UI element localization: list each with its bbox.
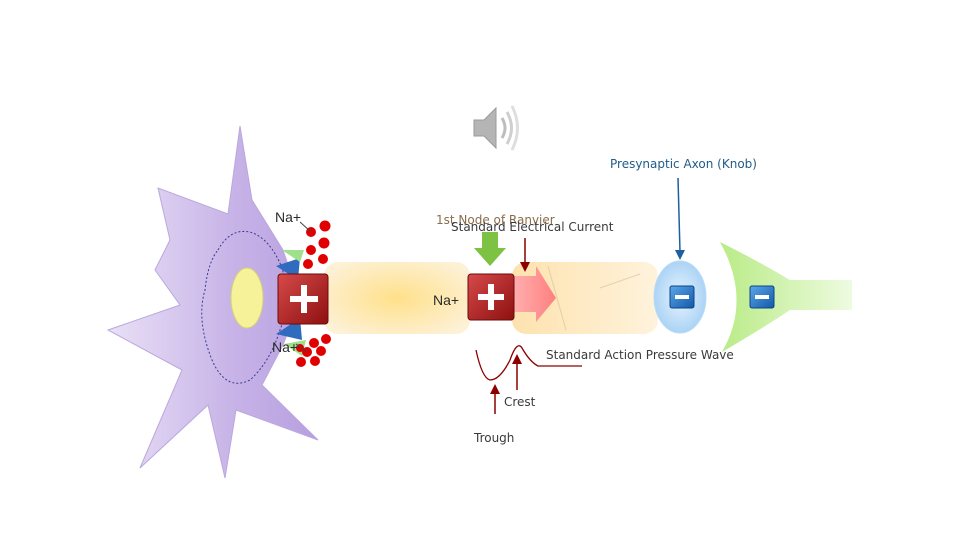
sodium-label-bottom: Na+	[272, 339, 299, 355]
nucleus-membrane	[201, 230, 288, 384]
propagation-arrow	[512, 266, 556, 322]
nucleus	[230, 267, 264, 329]
presynaptic-label: Presynaptic Axon (Knob)	[610, 157, 757, 171]
node-of-ranvier-label: 1st Node of Ranvier	[436, 213, 555, 227]
speaker-icon[interactable]	[473, 105, 519, 151]
electrical-current-label: Standard Electrical Current	[451, 220, 614, 234]
plus-icon	[467, 273, 515, 321]
minus-icon	[669, 285, 695, 309]
node-pointer-arrow	[474, 232, 506, 266]
plus-icon	[277, 273, 329, 325]
action-potential-wave	[475, 345, 582, 381]
axon-segment-1	[324, 262, 470, 334]
trough-label: Trough	[474, 431, 515, 445]
minus-icon	[749, 285, 775, 309]
pressure-wave-label: Standard Action Pressure Wave	[546, 348, 734, 362]
sodium-label-top: Na+	[275, 209, 302, 225]
postsynaptic-dendrite	[720, 242, 852, 352]
sodium-label-middle: Na+	[433, 292, 460, 308]
crest-label: Crest	[504, 395, 536, 409]
